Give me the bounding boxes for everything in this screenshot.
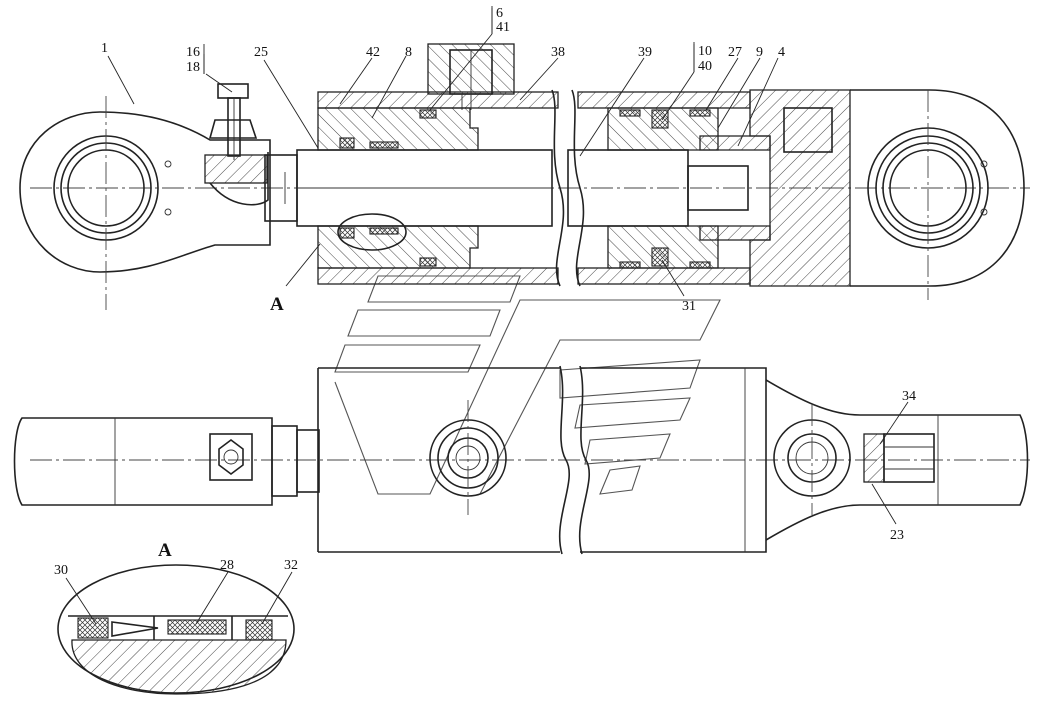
label-part-34: 34 xyxy=(902,389,916,404)
section-view xyxy=(19,43,1030,310)
label-part-8: 8 xyxy=(405,45,412,60)
bolt-assembly xyxy=(208,83,258,160)
label-part-18: 18 xyxy=(186,60,200,75)
detail-title-a: A xyxy=(158,540,172,561)
label-part-27: 27 xyxy=(728,45,742,60)
leader-lines xyxy=(65,8,909,625)
label-part-42: 42 xyxy=(366,45,380,60)
label-ticks xyxy=(203,6,695,74)
label-part-6: 6 xyxy=(496,6,503,21)
label-part-4: 4 xyxy=(778,45,785,60)
rod-end-eye xyxy=(19,96,298,310)
outside-view xyxy=(13,365,1030,555)
label-part-30: 30 xyxy=(54,563,68,578)
part-labels: 1 16 18 25 42 8 6 41 38 39 10 40 27 9 4 … xyxy=(54,6,916,578)
cylinder-tube xyxy=(317,43,751,287)
label-part-41: 41 xyxy=(496,20,510,35)
end-cap-eye xyxy=(749,89,1025,300)
label-part-40: 40 xyxy=(698,59,712,74)
label-part-16: 16 xyxy=(186,45,200,60)
detail-a-view xyxy=(57,564,295,695)
label-part-23: 23 xyxy=(890,528,904,543)
label-part-28: 28 xyxy=(220,558,234,573)
piston xyxy=(607,107,719,269)
label-part-1: 1 xyxy=(101,41,108,56)
label-part-39: 39 xyxy=(638,45,652,60)
gland xyxy=(317,107,479,269)
label-part-32: 32 xyxy=(284,558,298,573)
piston-nut xyxy=(687,135,771,241)
label-part-25: 25 xyxy=(254,45,268,60)
label-part-38: 38 xyxy=(551,45,565,60)
section-mark-a: A xyxy=(270,294,284,315)
label-part-10: 10 xyxy=(698,44,712,59)
label-part-31: 31 xyxy=(682,299,696,314)
label-part-9: 9 xyxy=(756,45,763,60)
watermark-logo xyxy=(334,275,721,495)
